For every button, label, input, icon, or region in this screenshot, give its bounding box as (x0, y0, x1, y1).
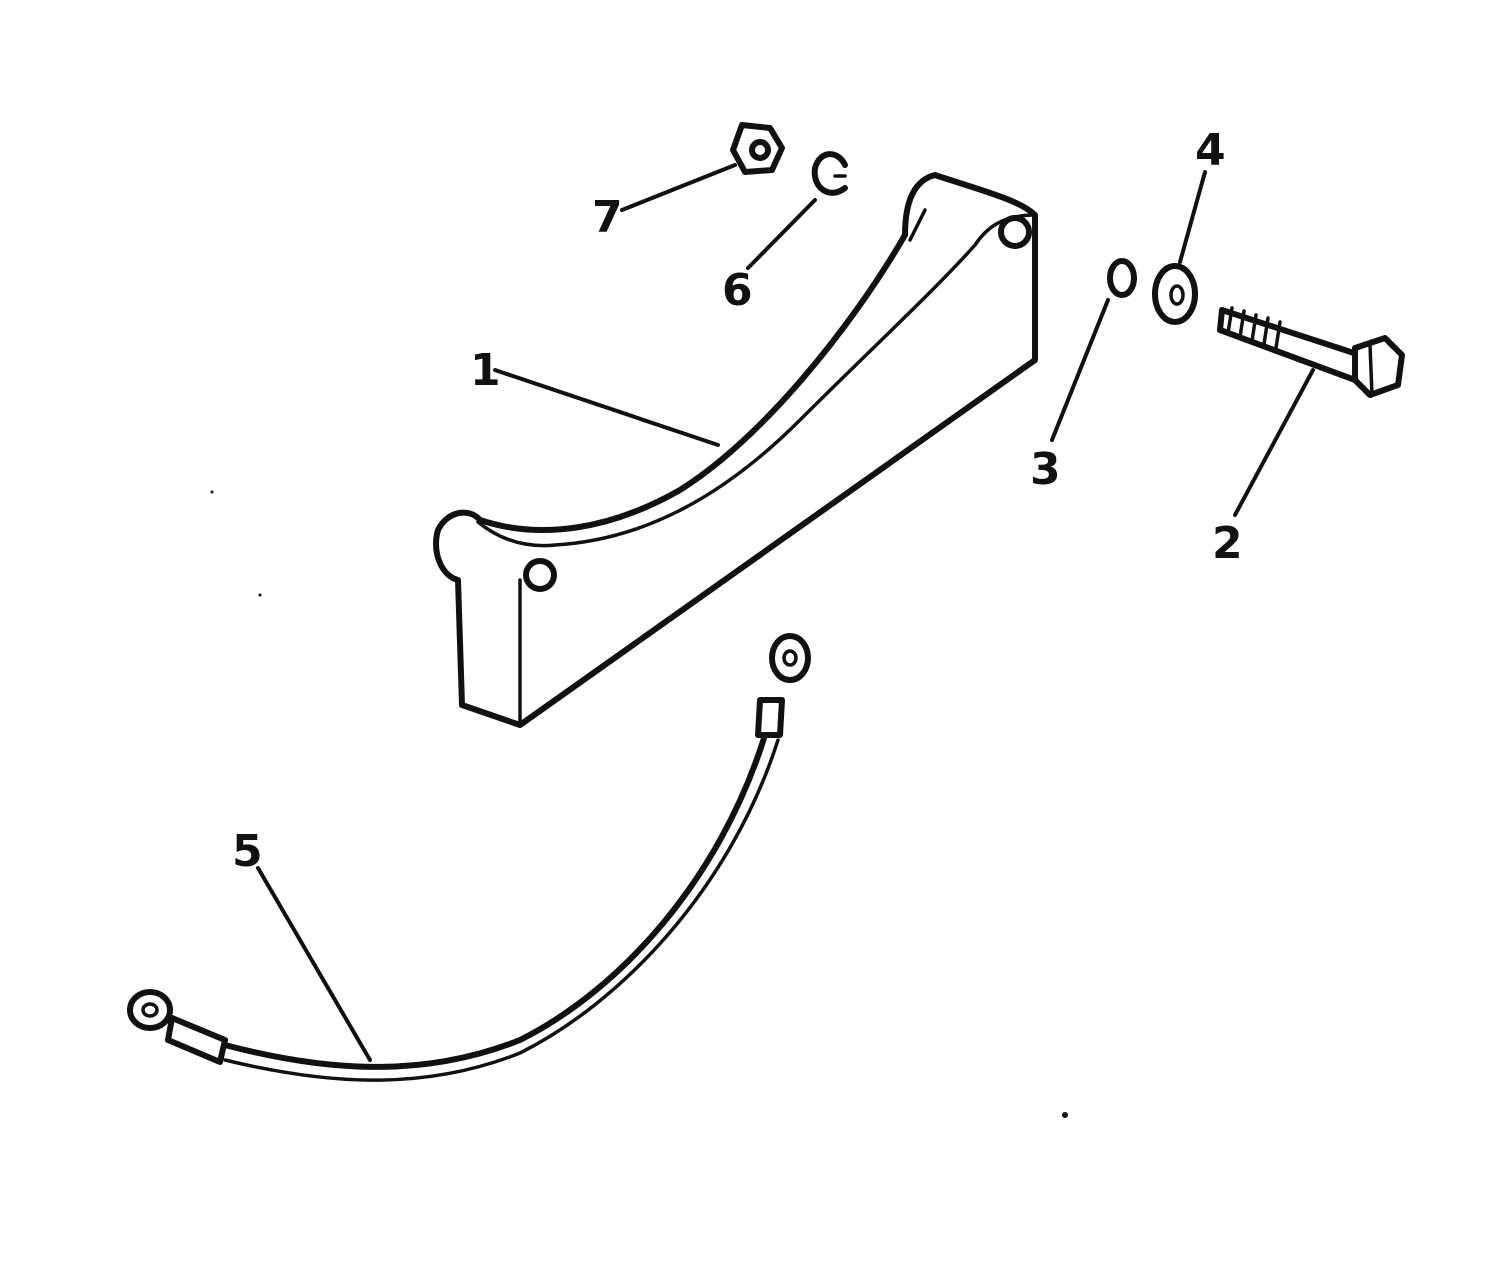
callout-4: 4 (1195, 125, 1226, 176)
scan-speck (1062, 1112, 1068, 1118)
scan-speck (258, 593, 262, 597)
leader-1 (493, 368, 720, 447)
callout-7: 7 (592, 192, 623, 243)
leader-7 (620, 163, 737, 212)
leader-2 (1233, 368, 1315, 517)
callout-3: 3 (1030, 444, 1061, 495)
callout-1: 1 (470, 345, 501, 396)
leader-6 (746, 198, 817, 270)
hex-bolt-part (1217, 306, 1405, 398)
ground-strap-part (127, 633, 811, 1082)
bracket-hole-right (998, 215, 1032, 249)
callout-2: 2 (1212, 518, 1243, 569)
scan-speck (210, 490, 214, 494)
o-ring-part (1107, 258, 1137, 298)
callout-6: 6 (722, 265, 753, 316)
leader-4 (1178, 170, 1207, 264)
hex-nut-part (730, 122, 785, 175)
bracket-part (433, 172, 1038, 728)
bracket-hole-left (523, 558, 557, 592)
callout-5: 5 (232, 826, 263, 877)
lock-washer-part (811, 151, 848, 196)
leader-5 (256, 866, 372, 1062)
leader-3 (1050, 298, 1110, 442)
flat-washer-part (1152, 263, 1198, 325)
